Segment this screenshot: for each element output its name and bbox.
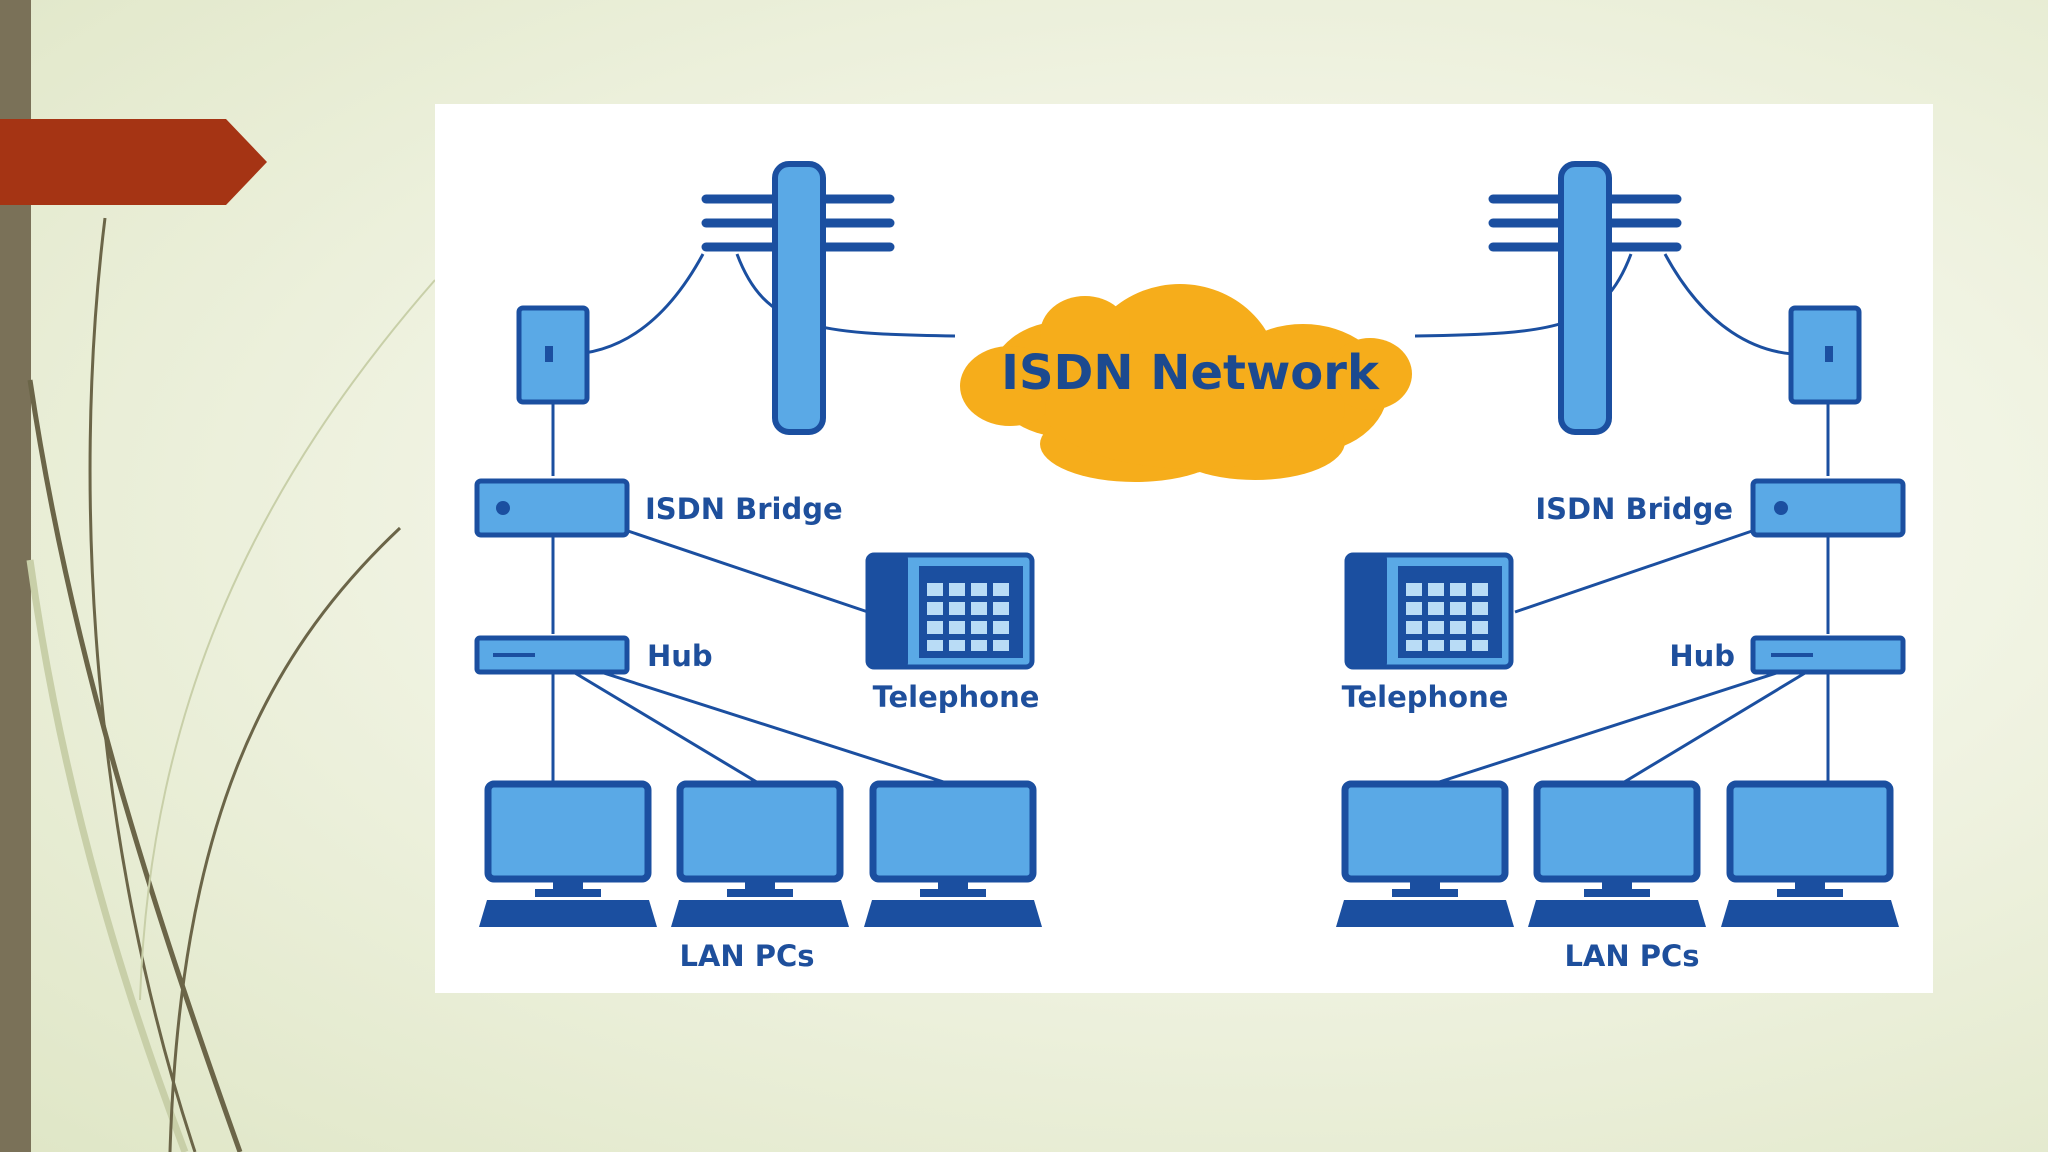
left-isdn-bridge [474,478,630,538]
right-lan-pc-1 [1336,780,1514,927]
left-lan-pcs-label: LAN PCs [679,939,814,973]
left-isdn-bridge-label: ISDN Bridge [645,492,843,526]
right-lan-pc-2 [1528,780,1706,927]
right-wall-jack [1788,305,1862,405]
left-telephone [865,552,1035,670]
right-isdn-bridge [1750,478,1906,538]
accent-arrow-tag [0,119,267,205]
right-hub [1750,635,1906,675]
right-isdn-bridge-label: ISDN Bridge [1535,492,1733,526]
isdn-network-label: ISDN Network [1001,345,1380,401]
decorative-swoosh-lines [26,217,436,1152]
left-lan-pc-1 [479,780,657,927]
left-hub [474,635,630,675]
right-telephone-label: Telephone [1342,680,1509,714]
isdn-diagram: ISDN Network [435,104,1933,993]
right-lan-pc-3 [1721,780,1899,927]
left-utility-pole [701,161,895,435]
isdn-cloud [960,284,1412,482]
right-utility-pole [1488,161,1682,435]
left-hub-label: Hub [647,639,713,673]
left-wall-jack [516,305,590,405]
left-lan-pc-2 [671,780,849,927]
right-lan-pcs-label: LAN PCs [1564,939,1699,973]
left-telephone-label: Telephone [873,680,1040,714]
right-telephone [1344,552,1514,670]
right-hub-label: Hub [1669,639,1735,673]
left-lan-pc-3 [864,780,1042,927]
